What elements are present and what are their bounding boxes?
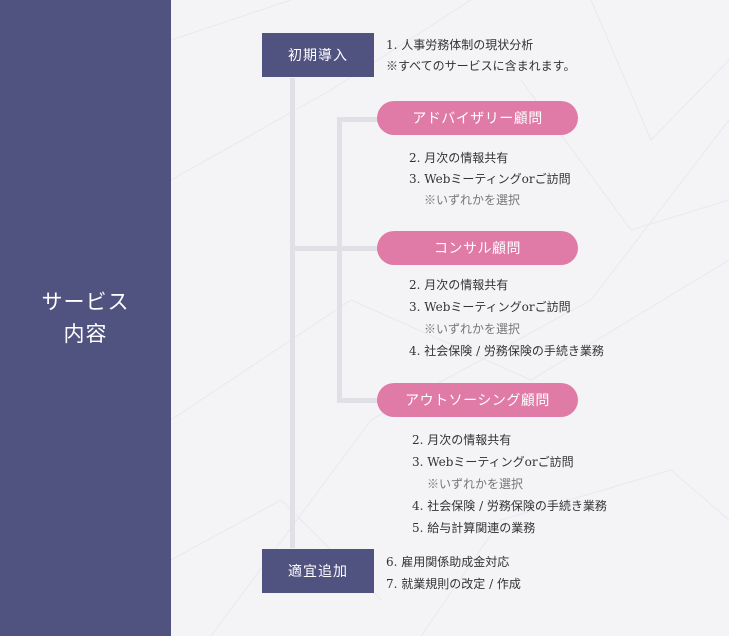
- initial-item-1: 1. 人事労務体制の現状分析: [386, 38, 534, 52]
- addon-box: 適宜追加: [262, 549, 374, 593]
- outsourcing-select-note: ※いずれかを選択: [427, 477, 524, 491]
- initial-intro-label: 初期導入: [288, 48, 348, 64]
- outsourcing-pill: アウトソーシング顧問: [377, 383, 578, 417]
- advisory-select-note: ※いずれかを選択: [424, 193, 521, 207]
- connector-outsourcing: [337, 398, 379, 403]
- consul-item-4: 4. 社会保険 / 労務保険の手続き業務: [409, 344, 604, 358]
- advisory-item-2: 2. 月次の情報共有: [409, 151, 509, 165]
- side-title: サービス 内容: [42, 286, 130, 350]
- outsourcing-label: アウトソーシング顧問: [405, 393, 550, 409]
- advisory-pill: アドバイザリー顧問: [377, 101, 578, 135]
- side-title-line2: 内容: [63, 322, 108, 346]
- consul-pill: コンサル顧問: [377, 231, 578, 265]
- connector-advisory: [337, 117, 379, 122]
- connector-main-branch: [290, 246, 340, 251]
- advisory-item-3: 3. Webミーティングorご訪問: [409, 172, 571, 186]
- addon-item-6: 6. 雇用関係助成金対応: [386, 555, 510, 569]
- advisory-label: アドバイザリー顧問: [412, 111, 543, 127]
- main-vertical-line: [290, 78, 295, 548]
- consul-label: コンサル顧問: [434, 241, 521, 257]
- branch-vertical-line: [337, 117, 342, 402]
- consul-item-2: 2. 月次の情報共有: [409, 278, 509, 292]
- consul-item-3: 3. Webミーティングorご訪問: [409, 300, 571, 314]
- side-title-line1: サービス: [41, 290, 130, 314]
- consul-select-note: ※いずれかを選択: [424, 322, 521, 336]
- outsourcing-item-5: 5. 給与計算関連の業務: [412, 521, 536, 535]
- background-pattern: [171, 0, 729, 636]
- connector-consul: [337, 246, 379, 251]
- addon-label: 適宜追加: [288, 564, 348, 580]
- outsourcing-item-2: 2. 月次の情報共有: [412, 433, 512, 447]
- outsourcing-item-3: 3. Webミーティングorご訪問: [412, 455, 574, 469]
- outsourcing-item-4: 4. 社会保険 / 労務保険の手続き業務: [412, 499, 607, 513]
- service-content-panel: サービス 内容: [0, 0, 171, 636]
- initial-note: ※すべてのサービスに含まれます。: [386, 59, 576, 73]
- initial-intro-box: 初期導入: [262, 33, 374, 77]
- addon-item-7: 7. 就業規則の改定 / 作成: [386, 577, 521, 591]
